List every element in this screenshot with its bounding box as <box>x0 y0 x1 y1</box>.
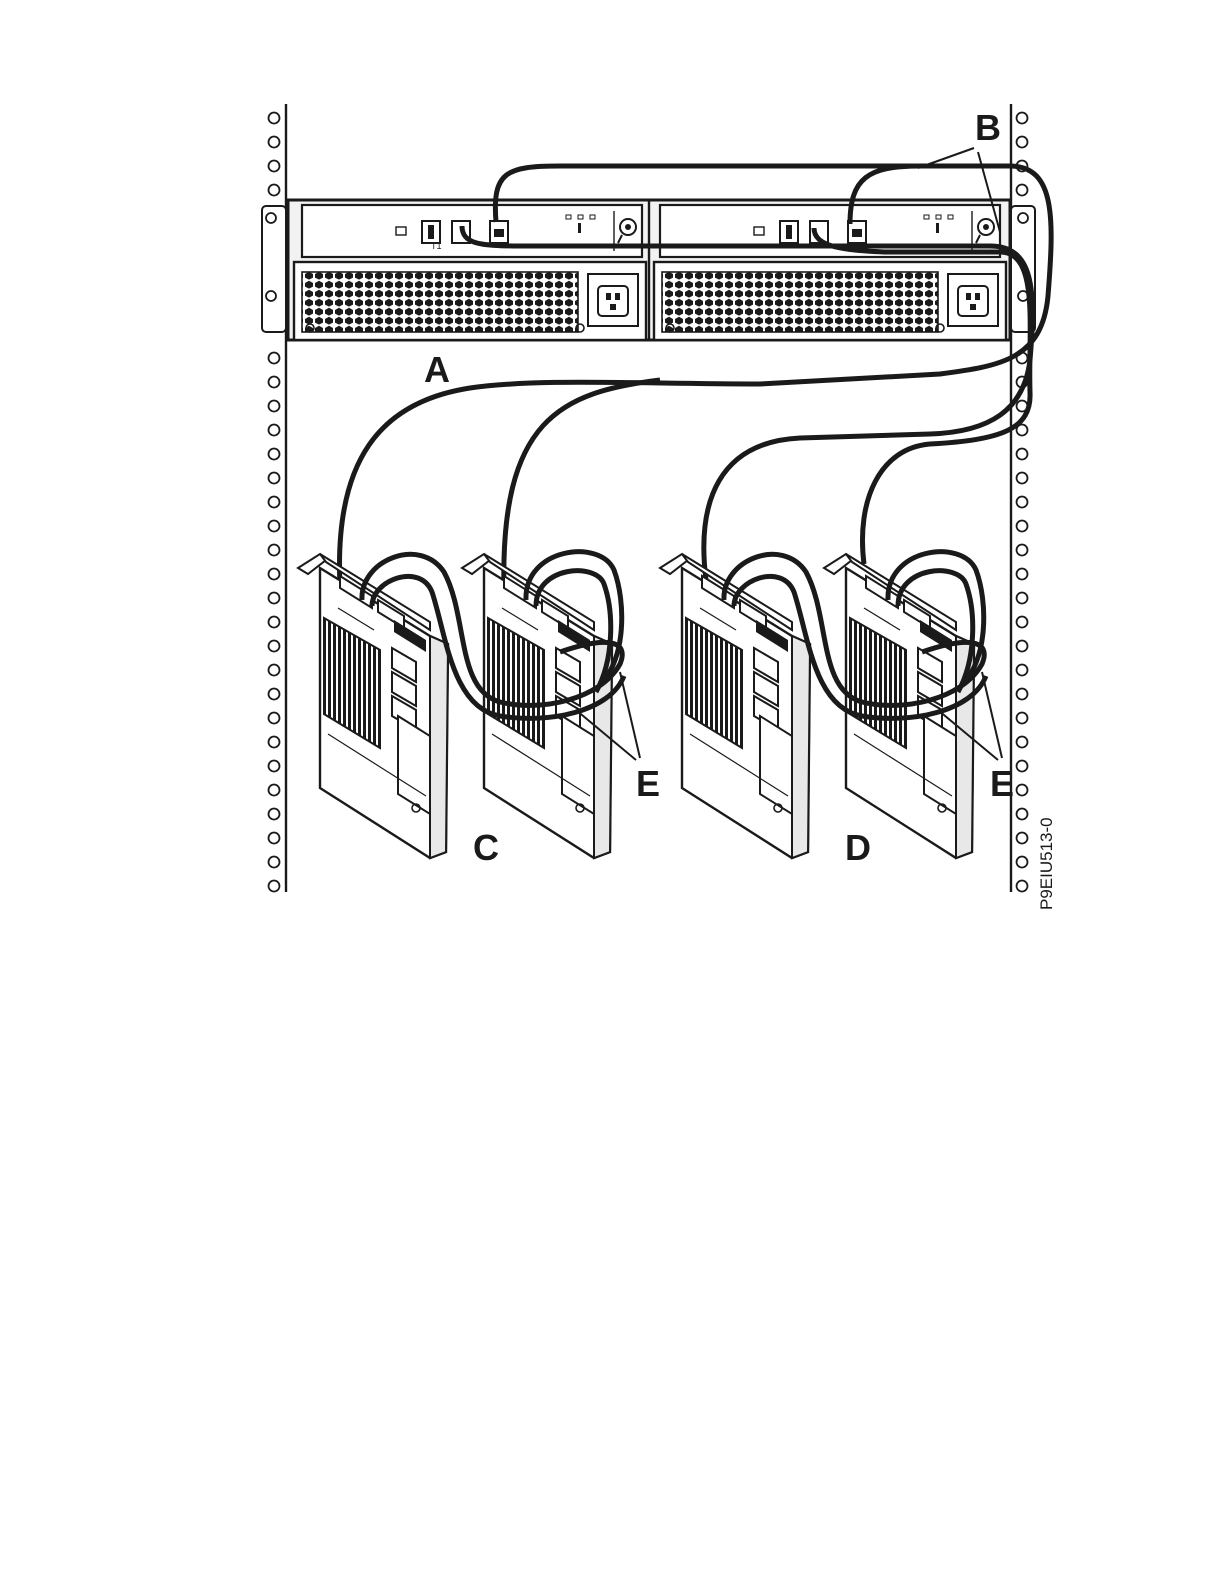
rack-hole <box>1017 761 1028 772</box>
rack-hole <box>269 857 280 868</box>
callout-a: A <box>424 349 450 390</box>
rack-hole <box>1017 473 1028 484</box>
rack-hole <box>269 425 280 436</box>
rack-hole <box>1017 857 1028 868</box>
storage-enclosure <box>262 200 1035 340</box>
rack-hole <box>269 401 280 412</box>
rack-hole <box>269 761 280 772</box>
rack-hole <box>1017 665 1028 676</box>
rack-hole <box>1017 137 1028 148</box>
rack-hole <box>269 185 280 196</box>
rack-hole <box>1017 881 1028 892</box>
rack-hole <box>269 545 280 556</box>
rack-hole <box>269 737 280 748</box>
rack-hole <box>269 689 280 700</box>
rack-hole <box>1017 593 1028 604</box>
callout-c: C <box>473 827 499 868</box>
rack-hole <box>1017 641 1028 652</box>
rack-hole <box>1017 737 1028 748</box>
rack-hole <box>269 521 280 532</box>
rack-hole <box>269 569 280 580</box>
rack-hole <box>1017 521 1028 532</box>
rack-hole <box>269 113 280 124</box>
rack-hole <box>269 161 280 172</box>
callout-e-left: E <box>636 763 660 804</box>
rack-hole <box>1017 785 1028 796</box>
rack-hole <box>1017 545 1028 556</box>
rack-hole <box>269 449 280 460</box>
rack-hole <box>269 377 280 388</box>
rack-hole <box>1017 833 1028 844</box>
rack-hole <box>269 497 280 508</box>
rack-hole <box>269 617 280 628</box>
rack-hole <box>269 713 280 724</box>
rack-hole <box>269 785 280 796</box>
rack-hole <box>269 833 280 844</box>
rack-hole <box>1017 449 1028 460</box>
rack-hole <box>1017 185 1028 196</box>
rack-hole <box>1017 113 1028 124</box>
rack-hole <box>269 665 280 676</box>
rack-hole <box>1017 569 1028 580</box>
rack-hole <box>269 473 280 484</box>
rack-hole <box>269 641 280 652</box>
rack-hole <box>1017 809 1028 820</box>
rack-hole <box>1017 497 1028 508</box>
rack-hole <box>269 593 280 604</box>
rack-hole <box>1017 617 1028 628</box>
rack-hole <box>269 137 280 148</box>
rack-hole <box>1017 713 1028 724</box>
rack-hole <box>1017 689 1028 700</box>
figure-id: P9EIU513-0 <box>1037 817 1056 910</box>
port-label-t1: T1 <box>431 241 442 251</box>
callout-e-right: E <box>990 763 1014 804</box>
callout-d: D <box>845 827 871 868</box>
rack-hole <box>269 353 280 364</box>
rack-hole <box>269 809 280 820</box>
rack-hole <box>269 881 280 892</box>
callout-b: B <box>975 107 1001 148</box>
